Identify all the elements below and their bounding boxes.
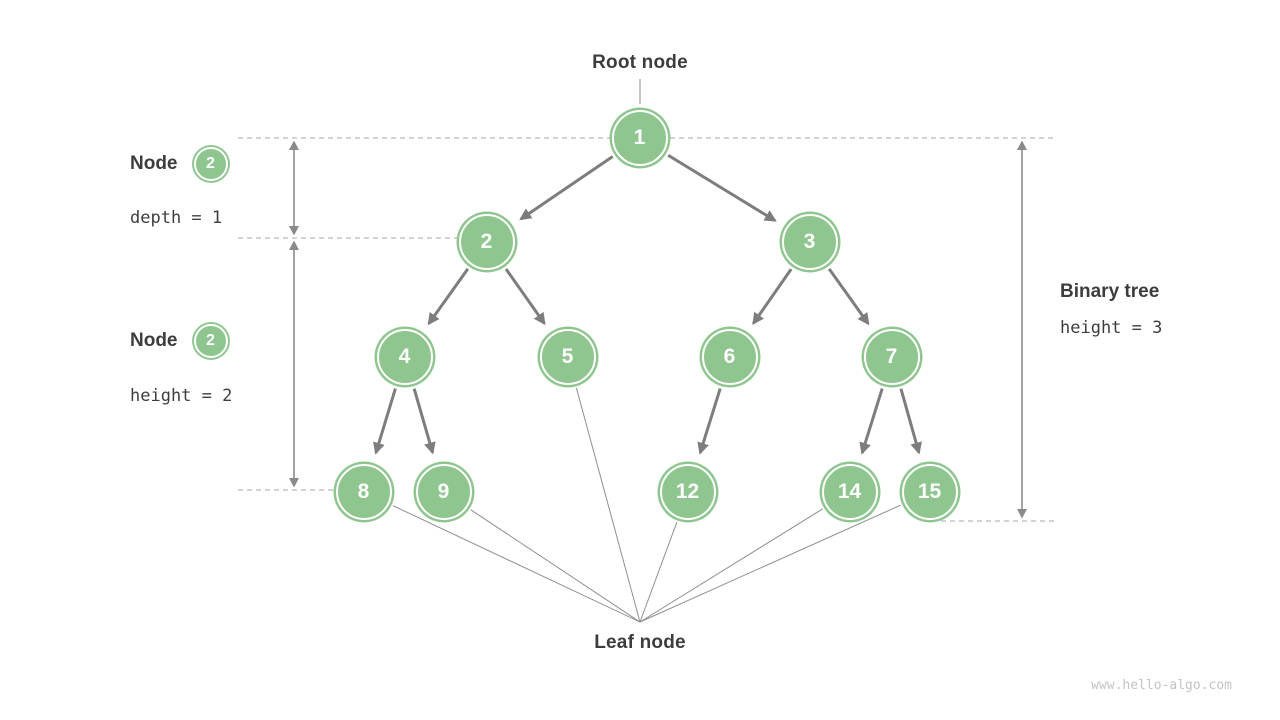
node-height-annotation: Node 2: [130, 324, 228, 358]
tree-node-12: 12: [659, 463, 716, 520]
leaf-line-8: [392, 505, 641, 623]
tree-edge-6-12: [697, 388, 722, 455]
node-depth-annotation-badge: 2: [193, 147, 228, 181]
leaf-pointer-lines: [392, 387, 902, 623]
tree-edge-3-7: [827, 267, 870, 326]
node-height-annotation-badge-value: 2: [206, 332, 215, 349]
tree-node-1: 1: [611, 109, 668, 166]
tree-edge-3-6: [752, 268, 793, 325]
leaf-line-9: [470, 509, 641, 623]
tree-node-3: 3: [781, 213, 838, 270]
tree-edge-2-5: [504, 268, 546, 326]
leaf-line-12: [639, 521, 678, 623]
node-depth-annotation: Node 2: [130, 147, 228, 181]
leaf-line-15: [639, 504, 902, 623]
tree-node-4: 4: [376, 328, 433, 385]
tree-node-7: 7: [863, 328, 920, 385]
tree-node-5: 5: [539, 328, 596, 385]
tree-edge-7-15: [899, 388, 922, 455]
root-node-label: Root node: [592, 52, 688, 73]
tree-node-14: 14: [821, 463, 878, 520]
node-height-annotation-label: Node: [130, 330, 178, 351]
tree-edge-1-2: [519, 155, 614, 221]
tree-edge-1-3: [667, 153, 777, 222]
node-height-annotation-badge: 2: [193, 324, 228, 358]
depth-formula: depth = 1: [130, 208, 223, 228]
tree-node-9: 9: [415, 463, 472, 520]
leaf-line-5: [575, 387, 641, 623]
tree-node-6: 6: [701, 328, 758, 385]
node-height-formula: height = 2: [130, 386, 233, 406]
watermark: www.hello-algo.com: [1091, 678, 1232, 693]
binary-tree-annotation-label: Binary tree: [1060, 281, 1160, 302]
tree-edge-2-4: [427, 267, 470, 326]
tree-edge-4-9: [412, 388, 436, 455]
tree-edge-4-8: [373, 388, 397, 455]
tree-node-8: 8: [335, 463, 392, 520]
tree-node-2: 2: [458, 213, 515, 270]
tree-edge-7-14: [859, 388, 884, 455]
leaf-node-label: Leaf node: [594, 632, 686, 653]
leaf-line-14: [639, 508, 824, 623]
tree-node-15: 15: [901, 463, 958, 520]
tree-edges: [373, 153, 922, 455]
tree-height-formula: height = 3: [1060, 318, 1163, 338]
node-depth-annotation-label: Node: [130, 153, 178, 174]
node-depth-annotation-badge-value: 2: [206, 155, 215, 172]
